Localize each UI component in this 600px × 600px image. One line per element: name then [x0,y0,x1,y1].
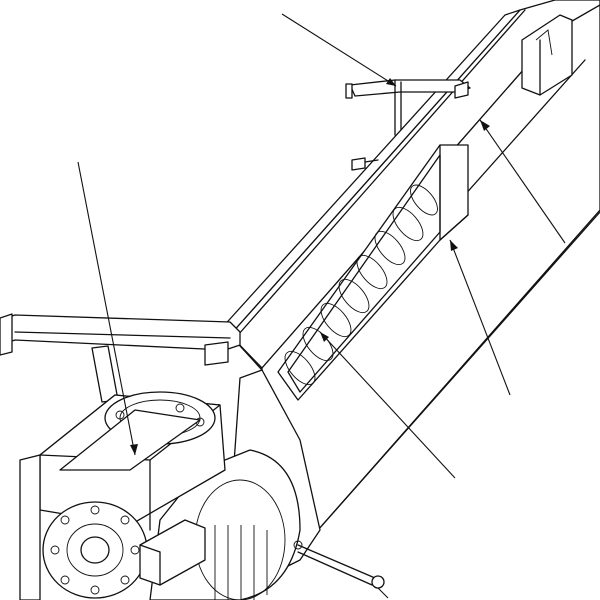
trough-top-edge-left [237,9,526,336]
screw-flight-3 [320,302,352,338]
leader-lines [77,13,566,599]
leader-2 [77,161,136,456]
leader-3-arrow [480,120,490,131]
lower-support-bracket [0,313,241,403]
upper-hatch [521,14,573,96]
upper-bracket-foot-arm [364,159,379,163]
output-bolt-7 [50,545,60,555]
screw-flight-1 [284,350,316,386]
leader-3 [479,119,566,244]
upper-bracket-end-right [454,81,469,99]
lever-knob [371,575,385,589]
screw-flight-4 [338,278,370,314]
lower-bracket-leg [91,345,119,403]
leader-2-arrow [130,444,138,455]
flange-bolt-2 [175,403,185,413]
output-bolt-4 [120,575,130,585]
output-bolt-8 [60,515,70,525]
screw-flight-5 [356,254,388,290]
lever-rod-2 [297,551,373,586]
motor-terminal-box [139,519,206,586]
output-bolt-6 [60,575,70,585]
leader-4 [449,239,511,396]
lever-rod [297,544,376,579]
lower-bracket-end-left [0,313,13,356]
leader-6 [377,587,389,599]
output-bolt-1 [90,505,100,515]
gearbox-side-cover [19,454,41,600]
lower-crossbar-edge [14,331,231,339]
output-bolt-3 [130,545,140,555]
screw-flight-7 [392,206,424,242]
leader-4-arrow [450,240,458,251]
drive-assembly [19,369,385,600]
leader-5 [319,331,456,479]
leader-5-arrow [320,332,329,342]
window-bottom-edge [439,214,469,241]
upper-hatch-flight [535,29,553,56]
output-shaft [80,536,110,564]
upper-hatch-frame [521,14,573,96]
output-flange-inner [66,523,124,577]
flange-bolt-1 [115,410,125,420]
upper-bracket-foot [351,157,366,171]
screw-flights [284,184,438,386]
gearbox-lid [59,409,201,471]
leader-1 [281,13,397,87]
end-plate-bolt [293,540,303,550]
output-bolt-2 [120,515,130,525]
output-bolt-5 [90,585,100,595]
terminal-box-top-edge [139,544,161,553]
lower-bracket-end-right [204,341,229,366]
trough-bottom-edge [317,211,600,531]
upper-support-bracket [345,79,471,171]
screw-flight-8 [410,184,438,216]
leader-1-arrow [386,78,396,86]
screw-flight-6 [374,230,406,266]
upper-bracket-end-left [345,83,353,99]
